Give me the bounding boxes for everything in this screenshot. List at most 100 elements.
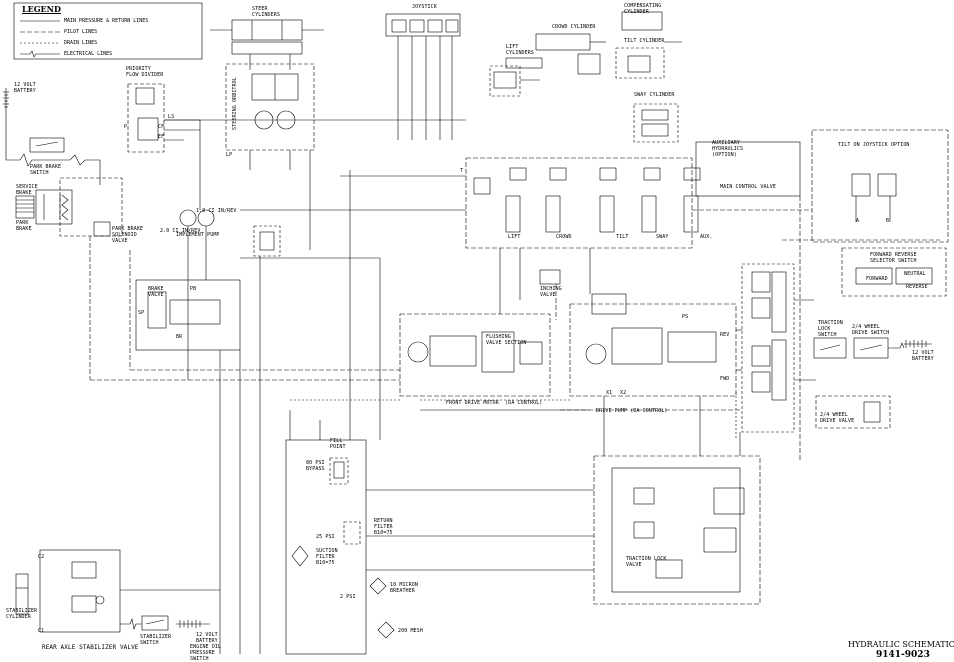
drive-pump-box bbox=[569, 303, 737, 397]
label-return-filter: RETURN FILTER B10=75 bbox=[374, 518, 393, 536]
pilot-lines bbox=[89, 196, 940, 460]
park-brake-solenoid-box bbox=[59, 177, 123, 237]
label-priority-flow-divider: PRIORITY FLOW DIVIDER bbox=[126, 66, 164, 78]
label-traction-lock-valve: TRACTION LOCK VALVE bbox=[626, 556, 667, 568]
front-drive-motor-box bbox=[399, 313, 551, 397]
main-control-valve-box bbox=[465, 157, 693, 249]
battery-top-icon bbox=[3, 88, 9, 115]
battery-bottom-icon bbox=[176, 620, 210, 628]
label-stabilizer-switch: STABILIZER SWITCH bbox=[140, 634, 172, 646]
stabilizer-switch bbox=[141, 615, 169, 631]
legend-item-electrical: ELECTRICAL LINES bbox=[64, 51, 113, 57]
legend-item-main: MAIN PRESSURE & RETURN LINES bbox=[64, 18, 149, 24]
priority-flow-divider-box bbox=[127, 83, 165, 153]
port-a: A bbox=[856, 218, 860, 224]
steer-cylinder-body bbox=[231, 19, 303, 41]
label-psi2: 2 PSI bbox=[340, 594, 356, 600]
label-aux-hydraulics: AUXILIARY HYDRAULICS (OPTION) bbox=[712, 140, 744, 158]
wheel-drive-valve-bank bbox=[741, 263, 795, 433]
pressure-lines bbox=[120, 119, 816, 654]
label-wheel-drive-switch: 2/4 WHEEL DRIVE SWITCH bbox=[852, 324, 890, 336]
label-fwd-rev-selector: FORWARD REVERSE SELECTOR SWITCH bbox=[870, 252, 917, 264]
label-neutral: NEUTRAL bbox=[904, 271, 926, 277]
fwd-rev-selector-box bbox=[841, 247, 947, 297]
label-forward: FORWARD bbox=[866, 276, 888, 282]
schematic-number: 9141-9023 bbox=[876, 650, 930, 660]
joystick-box bbox=[385, 13, 461, 37]
label-front-drive-motor: FRONT DRIVE MOTOR (DA CONTROL) bbox=[446, 400, 543, 406]
port-ps: PS bbox=[682, 314, 689, 320]
compensating-cylinder bbox=[621, 11, 663, 31]
tilt-cylinder-box bbox=[615, 47, 665, 79]
label-brake-valve: BRAKE VALVE bbox=[148, 286, 164, 298]
label-breather: 10 MICRON BREATHER bbox=[390, 582, 418, 594]
port-br: BR bbox=[176, 334, 183, 340]
port-lp: LP bbox=[226, 152, 233, 158]
wheel-drive-valve-box bbox=[815, 395, 891, 429]
label-tilt-cylinder: TILT CYLINDER bbox=[624, 38, 665, 44]
crowd-cylinder bbox=[535, 33, 591, 51]
sway-cylinder-box bbox=[633, 103, 679, 143]
port-p: P bbox=[124, 124, 128, 130]
lift-cylinder-top bbox=[505, 57, 543, 69]
label-joystick: JOYSTICK bbox=[412, 4, 437, 10]
label-main-control-valve: MAIN CONTROL VALVE bbox=[720, 184, 776, 190]
label-battery-right: 12 VOLT BATTERY bbox=[912, 350, 934, 362]
label-park-brake: PARK BRAKE bbox=[16, 220, 32, 232]
park-brake-switch-box bbox=[29, 137, 65, 153]
label-wheel-drive-valve: 2/4 WHEEL DRIVE VALVE bbox=[820, 412, 855, 424]
steering-orbitrol-box bbox=[225, 63, 315, 151]
elec-line-1 bbox=[5, 115, 40, 167]
wheel-drive-switch bbox=[853, 337, 889, 359]
label-compensating-cylinder: COMPENSATING CYLINDER bbox=[624, 3, 662, 15]
label-suction-filter: SUCTION FILTER B10=75 bbox=[316, 548, 338, 566]
port-cf: CF bbox=[158, 124, 165, 130]
label-tilt-on-joystick: TILT ON JOYSTICK OPTION bbox=[838, 142, 910, 148]
label-engine-oil-switch: ENGINE OIL PRESSURE SWITCH bbox=[190, 644, 222, 662]
legend-item-drain: DRAIN LINES bbox=[64, 40, 98, 46]
label-park-brake-switch: PARK BRAKE SWITCH bbox=[30, 164, 62, 176]
label-service-brake: SERVICE BRAKE bbox=[16, 184, 38, 196]
fr-section bbox=[591, 293, 627, 315]
tilt-on-joystick-box bbox=[811, 129, 949, 243]
port-t: T bbox=[460, 168, 464, 174]
port-sp: SP bbox=[138, 310, 145, 316]
label-section-sway: SWAY bbox=[656, 234, 669, 240]
stabilizer-cylinder bbox=[15, 573, 29, 615]
hydraulic-tank bbox=[285, 439, 367, 655]
rear-axle-stabilizer-valve-box bbox=[39, 549, 121, 633]
label-lift-cylinders: LIFT CYLINDERS bbox=[506, 44, 534, 56]
label-battery-top: 12 VOLT BATTERY bbox=[14, 82, 36, 94]
breather-icon bbox=[369, 577, 387, 595]
label-fill-point: FILL POINT bbox=[330, 438, 346, 450]
port-c1: C1 bbox=[38, 628, 45, 634]
port-ls: LS bbox=[168, 114, 175, 120]
suction-filter-icon bbox=[291, 545, 309, 567]
label-inching-valve: INCHING VALVE bbox=[540, 286, 562, 298]
battery-right-icon bbox=[904, 340, 932, 348]
label-section-crowd: CROWD bbox=[556, 234, 572, 240]
inching-valve bbox=[539, 269, 561, 285]
label-mesh: 200 MESH bbox=[398, 628, 423, 634]
traction-lock-valve-block bbox=[593, 455, 761, 605]
label-steering-orbitrol: STEERING ORBITROL bbox=[232, 77, 238, 130]
label-drive-pump: DRIVE PUMP (DA CONTROL) bbox=[596, 408, 668, 414]
legend-title: LEGEND bbox=[22, 4, 61, 14]
port-rev: REV bbox=[720, 332, 730, 338]
label-stabilizer-cylinder: STABILIZER CYLINDER bbox=[6, 608, 38, 620]
label-reverse: REVERSE bbox=[906, 284, 928, 290]
schematic-title: HYDRAULIC SCHEMATIC bbox=[848, 640, 954, 649]
label-pump-disp-1: 1.0 CI IN/REV bbox=[196, 208, 237, 214]
label-battery-bottom: 12 VOLT BATTERY bbox=[196, 632, 218, 644]
port-b: B bbox=[886, 218, 890, 224]
label-park-brake-solenoid: PARK BRAKE SOLENOID VALVE bbox=[112, 226, 144, 244]
label-section-tilt: TILT bbox=[616, 234, 629, 240]
label-crowd-cylinder: CROWD CYLINDER bbox=[552, 24, 596, 30]
label-steer-cylinders: STEER CYLINDERS bbox=[252, 6, 280, 18]
port-fwd: FWD bbox=[720, 376, 730, 382]
mcv-sections bbox=[473, 167, 701, 233]
elec-line-2 bbox=[40, 154, 101, 185]
label-rear-axle-valve: REAR AXLE STABILIZER VALVE bbox=[42, 644, 139, 651]
port-c2: C2 bbox=[38, 554, 45, 560]
label-section-lift: LIFT bbox=[508, 234, 521, 240]
